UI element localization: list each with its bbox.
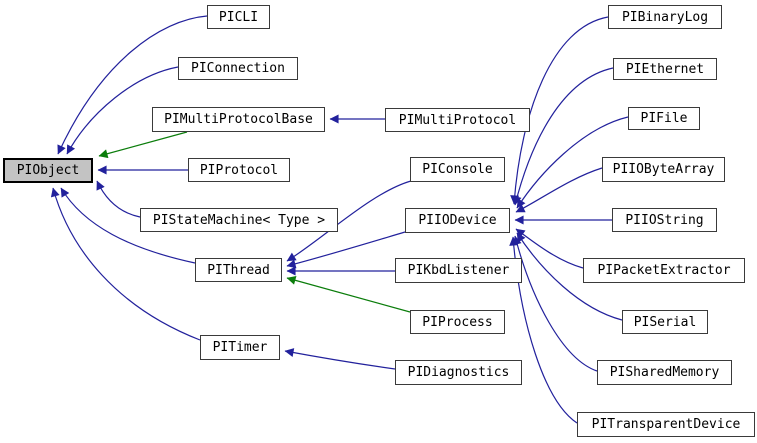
class-node-pifile[interactable]: PIFile xyxy=(628,107,700,130)
edge-pithread-to-piobject xyxy=(60,187,196,264)
class-node-pistatemachine[interactable]: PIStateMachine< Type > xyxy=(140,208,338,232)
class-node-piobject: PIObject xyxy=(3,158,93,183)
class-node-piserial[interactable]: PISerial xyxy=(622,310,708,334)
edge-piserial-to-piiodevice xyxy=(516,232,623,321)
edge-piconnection-to-piobject xyxy=(66,66,179,155)
class-node-pitransparentdevice[interactable]: PITransparentDevice xyxy=(577,412,755,437)
edge-piethernet-to-piiodevice xyxy=(512,67,614,206)
class-node-piprocess[interactable]: PIProcess xyxy=(410,310,505,334)
edge-pisharedmemory-to-piiodevice xyxy=(512,235,598,372)
class-node-piprotocol[interactable]: PIProtocol xyxy=(188,158,290,182)
edge-pitransparentdevice-to-piiodevice xyxy=(509,236,578,424)
class-node-pimultiprotocolbase[interactable]: PIMultiProtocolBase xyxy=(152,107,325,132)
edge-piiobytearray-to-piiodevice xyxy=(515,167,603,213)
edge-pipacketextractor-to-piiodevice xyxy=(515,228,584,269)
class-node-pibinarylog[interactable]: PIBinaryLog xyxy=(608,5,722,29)
class-node-pipacketextractor[interactable]: PIPacketExtractor xyxy=(583,258,745,283)
class-node-pimultiprotocol[interactable]: PIMultiProtocol xyxy=(385,108,530,132)
edge-pitimer-to-piobject xyxy=(50,187,201,341)
edge-picli-to-piobject xyxy=(57,15,208,155)
class-node-piiostring[interactable]: PIIOString xyxy=(612,208,717,232)
class-node-piethernet[interactable]: PIEthernet xyxy=(613,58,717,80)
edge-piiodevice-to-pithread xyxy=(286,231,406,269)
edge-piconsole-to-pithread xyxy=(286,180,412,262)
edge-pimultiprotocolbase-to-piobject xyxy=(98,131,188,159)
class-node-pikbdlistener[interactable]: PIKbdListener xyxy=(395,258,522,283)
class-node-pithread[interactable]: PIThread xyxy=(195,258,282,282)
class-node-piiobytearray[interactable]: PIIOByteArray xyxy=(602,157,725,182)
class-node-picli[interactable]: PICLI xyxy=(207,5,270,29)
edge-pibinarylog-to-piiodevice xyxy=(510,16,609,205)
class-node-piconnection[interactable]: PIConnection xyxy=(178,57,298,80)
class-node-pitimer[interactable]: PITimer xyxy=(200,335,280,360)
class-node-piconsole[interactable]: PIConsole xyxy=(410,157,505,182)
edge-pistatemachine-to-piobject xyxy=(96,180,141,218)
class-node-pidiagnostics[interactable]: PIDiagnostics xyxy=(395,360,522,385)
edge-piprocess-to-pithread xyxy=(286,275,411,313)
class-node-piiodevice[interactable]: PIIODevice xyxy=(405,208,510,233)
class-node-pisharedmemory[interactable]: PISharedMemory xyxy=(597,360,732,385)
edge-pidiagnostics-to-pitimer xyxy=(284,348,396,370)
edge-pifile-to-piiodevice xyxy=(516,116,629,209)
